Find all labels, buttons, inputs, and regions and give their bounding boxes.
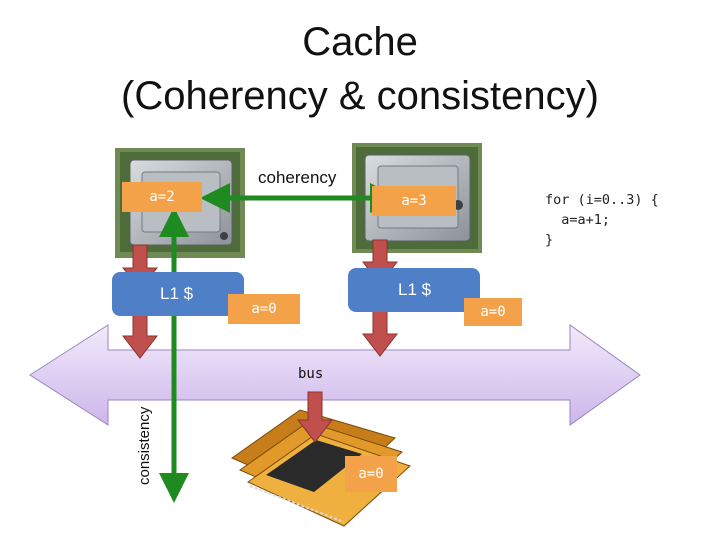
coherency-label: coherency [258,168,337,187]
l1-cache-left-label: L1 $ [160,284,194,303]
code-snippet: for (i=0..3) { a=a+1;} [545,190,659,250]
red-arrow-cache-right-to-bus [361,307,399,357]
bus-arrow [29,324,641,426]
cache-value-right: a=0 [464,298,522,326]
title-line-2: (Coherency & consistency) [121,74,599,118]
bus-label: bus [298,366,324,382]
l1-cache-right-label: L1 $ [398,280,432,299]
code-line-1: for (i=0..3) { [545,192,659,208]
l1-cache-left: L1 $ [112,272,244,316]
code-line-2: a=a+1; [545,212,611,228]
register-left: a=2 [122,182,202,212]
consistency-label: consistency [136,406,153,485]
code-line-3: } [545,232,554,248]
red-arrow-bus-to-memory [296,391,334,443]
title-line-1: Cache [302,20,418,64]
register-right: a=3 [372,186,456,216]
memory-value: a=0 [345,456,397,492]
l1-cache-right: L1 $ [348,268,480,312]
cache-value-left: a=0 [228,294,300,324]
